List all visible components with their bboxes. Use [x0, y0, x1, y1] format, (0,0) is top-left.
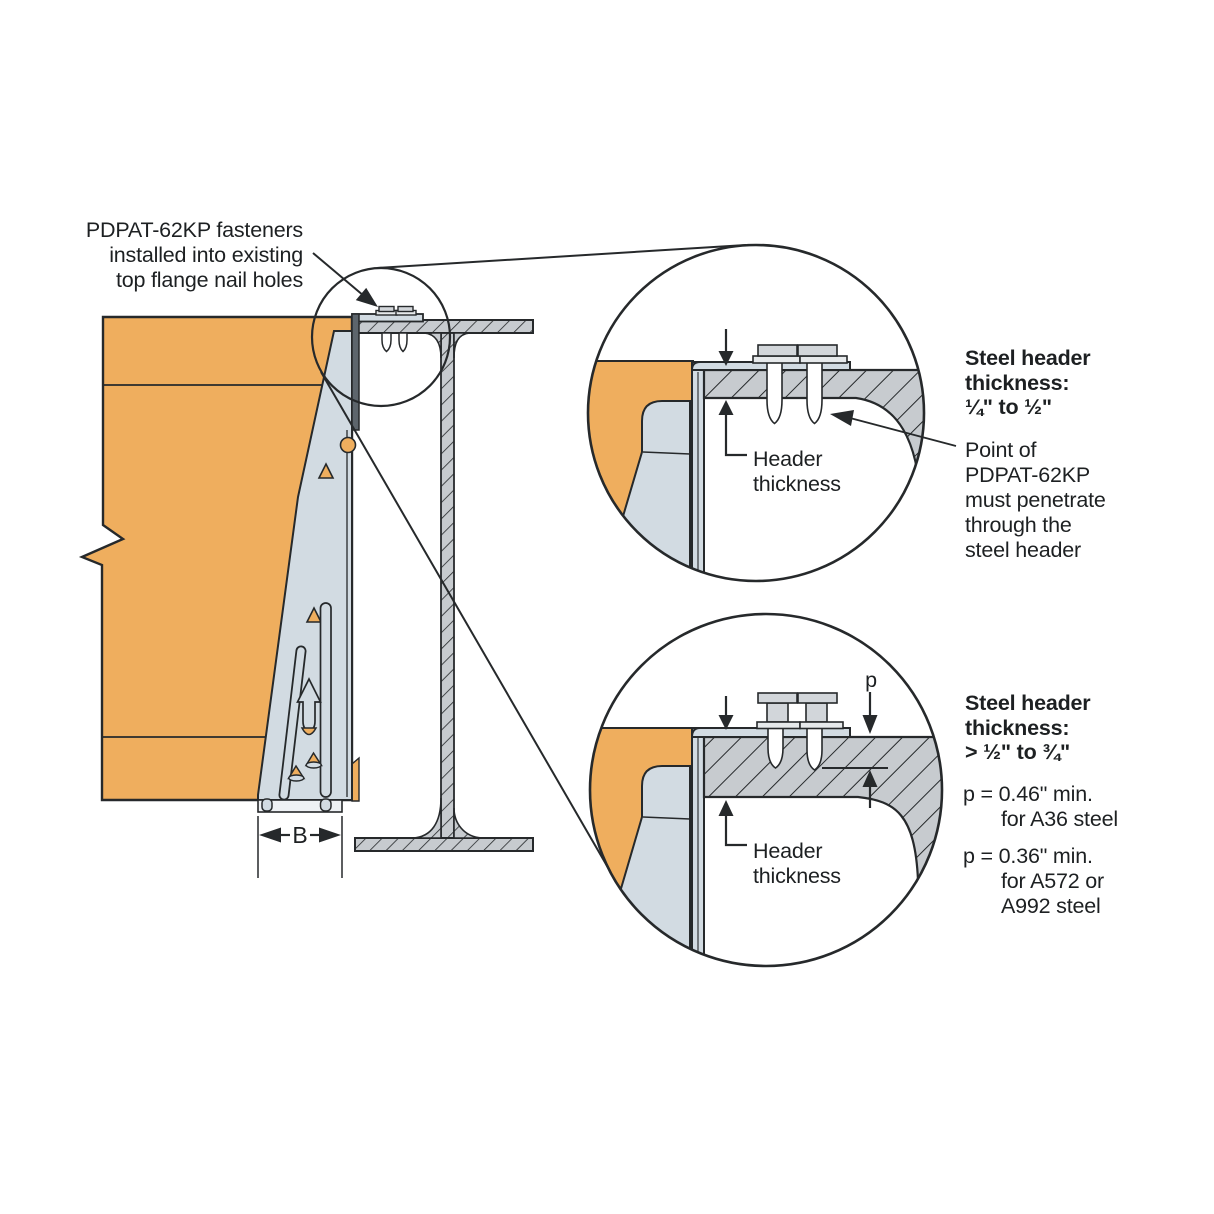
fastener-head	[757, 692, 798, 704]
fastener-head	[397, 305, 414, 313]
fastener-washer	[752, 355, 801, 364]
fastener-shank-point	[806, 361, 823, 425]
rib-foot	[261, 798, 273, 812]
emboss-arrow-hole	[300, 727, 318, 736]
nail-hole	[339, 436, 357, 454]
thickness-leader	[724, 413, 747, 457]
beam-fillet	[453, 332, 471, 359]
steel-thickness-title: > ½" to ¾"	[965, 740, 1070, 764]
fastener-washer	[799, 721, 844, 730]
fastener-shank-point	[806, 727, 823, 771]
hanger-seam	[642, 816, 691, 820]
fastener-shank-point	[767, 727, 784, 769]
bend-tab	[305, 606, 323, 623]
fastener-note-line: PDPAT-62KP fasteners	[86, 218, 303, 242]
beam-fillet	[453, 807, 483, 839]
detail-circle-top	[586, 243, 926, 583]
fastener-head	[378, 305, 395, 313]
steel-thickness-title: ¼" to ½"	[965, 395, 1052, 419]
dim-arrow-left	[259, 827, 281, 843]
beam-fillet	[423, 332, 442, 359]
detail-source-circle	[310, 266, 452, 408]
emboss-rib-slanted-fill	[280, 647, 305, 799]
steel-beam	[354, 319, 534, 852]
penetration-note-line: steel header	[965, 538, 1081, 562]
zoom-cone-line-bottom	[320, 371, 615, 879]
penetration-note-line: Point of	[965, 438, 1037, 462]
penetration-note-line: must penetrate	[965, 488, 1106, 512]
header-thickness-label: thickness	[753, 472, 841, 496]
bend-tab	[317, 462, 335, 479]
fastener-washer	[756, 721, 801, 730]
p-min-note-line: for A572 or	[1001, 869, 1104, 893]
emboss-rib	[319, 602, 332, 798]
nail-tab-base	[305, 761, 322, 769]
fastener-note-line: top flange nail holes	[116, 268, 303, 292]
fastener-washer	[799, 355, 848, 364]
p-arrow-down	[862, 715, 878, 734]
fastener-head	[797, 344, 838, 357]
p-dimension-label: p	[865, 668, 877, 692]
zoom-cone-line-top	[376, 244, 747, 269]
detail-circle-bottom	[588, 612, 944, 968]
p-min-note-line: p = 0.46" min.	[963, 782, 1093, 806]
steel-thickness-title: Steel header	[965, 691, 1091, 715]
callout-leader	[312, 252, 365, 297]
fastener-head	[797, 692, 838, 704]
thickness-leader	[724, 814, 747, 847]
callout-arrowhead	[355, 287, 378, 307]
fastener-note-line: installed into existing	[109, 243, 303, 267]
p-min-note-line: for A36 steel	[1001, 807, 1118, 831]
header-thickness-label: Header	[753, 839, 822, 863]
p-min-note-line: A992 steel	[1001, 894, 1101, 918]
hanger-seam	[642, 451, 691, 455]
beam-web	[440, 332, 455, 839]
fastener-point	[381, 332, 392, 353]
point-leader	[830, 410, 957, 447]
hanger-top-flange-assembly	[351, 305, 424, 431]
steel-thickness-title: thickness:	[965, 716, 1069, 740]
nail-tab-base	[288, 774, 305, 782]
joist-hanger	[257, 330, 357, 813]
penetration-note-line: through the	[965, 513, 1072, 537]
thickness-arrow-down	[718, 715, 734, 730]
thickness-arrow-down	[718, 351, 734, 366]
hanger-bent-flange	[351, 313, 360, 431]
steel-thickness-title: Steel header	[965, 346, 1091, 370]
wood-sliver	[351, 756, 360, 802]
callout-arrow	[312, 252, 378, 307]
beam-fillet	[412, 797, 442, 839]
rib-foot	[319, 798, 332, 812]
thickness-arrow-up	[718, 400, 734, 415]
steel-thickness-title: thickness:	[965, 371, 1069, 395]
fastener-shank	[766, 702, 789, 723]
fastener-shank-point	[766, 361, 783, 425]
dim-arrow-right	[319, 827, 341, 843]
fastener-head	[757, 344, 798, 357]
header-thickness-label: Header	[753, 447, 822, 471]
p-arrow-up	[862, 770, 878, 787]
labels: PDPAT-62KP fasteners installed into exis…	[86, 218, 1118, 918]
point-leader-arrowhead	[830, 410, 854, 426]
thickness-arrow-up	[718, 800, 734, 816]
dimension-b: B	[257, 816, 343, 878]
penetration-note-line: PDPAT-62KP	[965, 463, 1090, 487]
header-thickness-label: thickness	[753, 864, 841, 888]
dim-b-label: B	[292, 822, 307, 848]
p-min-note-line: p = 0.36" min.	[963, 844, 1093, 868]
fastener-shank	[805, 702, 828, 723]
point-leader-line	[849, 417, 957, 447]
beam-bottom-flange	[354, 837, 534, 852]
fastener-point	[398, 332, 408, 353]
